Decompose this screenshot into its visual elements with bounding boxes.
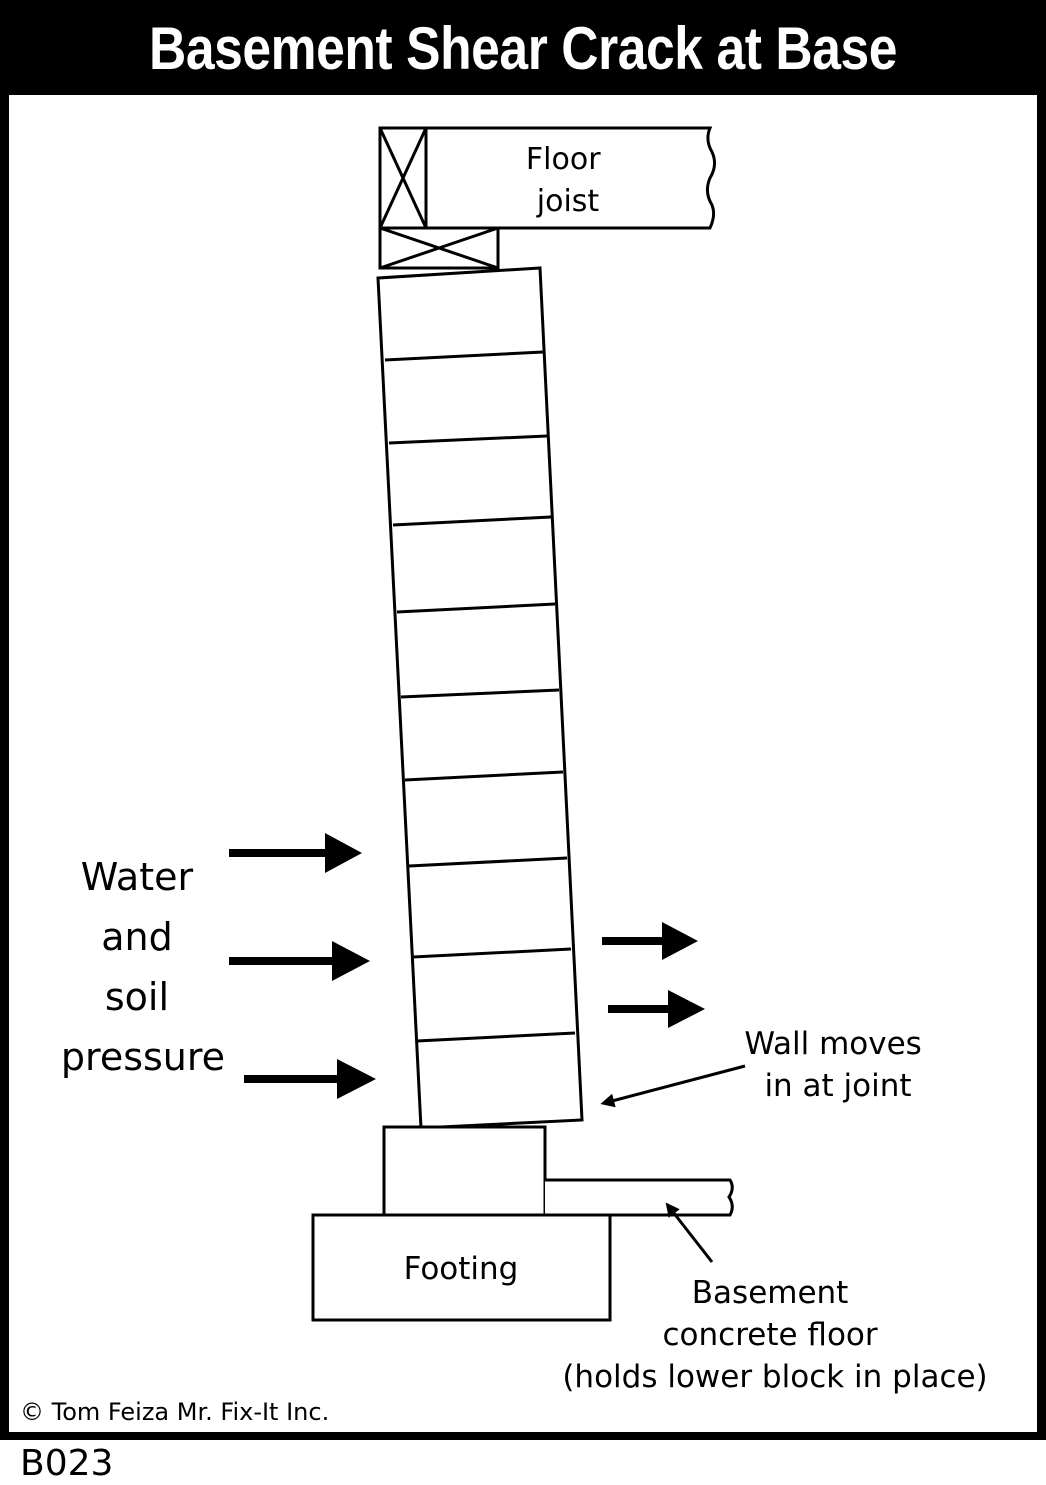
footing-label: Footing <box>404 1251 519 1287</box>
svg-text:Basement concrete floor: Basement concrete floor (holds lower blo… <box>562 1275 987 1395</box>
block-joint <box>404 770 564 782</box>
black-frame: Basement Shear Crack at Base <box>0 0 1046 1440</box>
block-joint <box>400 688 560 699</box>
arrow-right-icon <box>229 941 370 981</box>
block-joint <box>408 856 568 868</box>
floor-label-line3: (holds lower block in place) <box>562 1359 987 1395</box>
floor-leader <box>665 1202 714 1263</box>
concrete-floor-slab <box>545 1178 734 1217</box>
floor-joist <box>378 126 717 230</box>
floor-label-line1: Basement <box>692 1275 849 1311</box>
block-joint <box>396 602 556 614</box>
block-joint <box>388 434 548 445</box>
copyright-text: © Tom Feiza Mr. Fix-It Inc. <box>20 1398 329 1426</box>
sill-plate <box>378 226 500 270</box>
svg-text:Wall moves in at joint: Wall moves in at joint <box>744 1026 931 1104</box>
diagram-code: B023 <box>20 1443 114 1484</box>
svg-text:Water and soil pre: Water and soil pressure <box>61 855 225 1079</box>
block-wall <box>376 266 584 1130</box>
wall-diagram: Floor joist Water and soil pressure Wall… <box>20 126 988 1426</box>
floor-joist-label-line2: joist <box>536 184 600 219</box>
arrow-right-icon <box>608 990 705 1028</box>
block-joint <box>416 1031 576 1043</box>
bottom-block <box>382 1125 547 1217</box>
block-joint <box>412 947 572 959</box>
wall-moves-label-line1: Wall moves <box>744 1026 921 1062</box>
pressure-label-line4: pressure <box>61 1035 225 1079</box>
pressure-label-line3: soil <box>105 975 169 1019</box>
wall-moves-leader <box>600 1064 746 1108</box>
block-joint <box>392 515 552 527</box>
arrow-right-icon <box>244 1059 376 1099</box>
wall-moves-label-line2: in at joint <box>764 1068 911 1104</box>
pressure-arrows <box>229 833 705 1099</box>
arrow-right-icon <box>602 922 698 960</box>
pressure-label-line2: and <box>101 915 173 959</box>
floor-joist-label-line1: Floor <box>526 142 601 177</box>
footing <box>311 1213 612 1322</box>
floor-label-line2: concrete floor <box>663 1317 878 1353</box>
diagram-title: Basement Shear Crack at Base <box>148 15 898 82</box>
block-joint <box>384 350 544 362</box>
svg-text:Floor joist: Floor joist <box>526 142 610 219</box>
pressure-label-line1: Water <box>81 855 194 899</box>
arrow-right-icon <box>229 833 362 873</box>
